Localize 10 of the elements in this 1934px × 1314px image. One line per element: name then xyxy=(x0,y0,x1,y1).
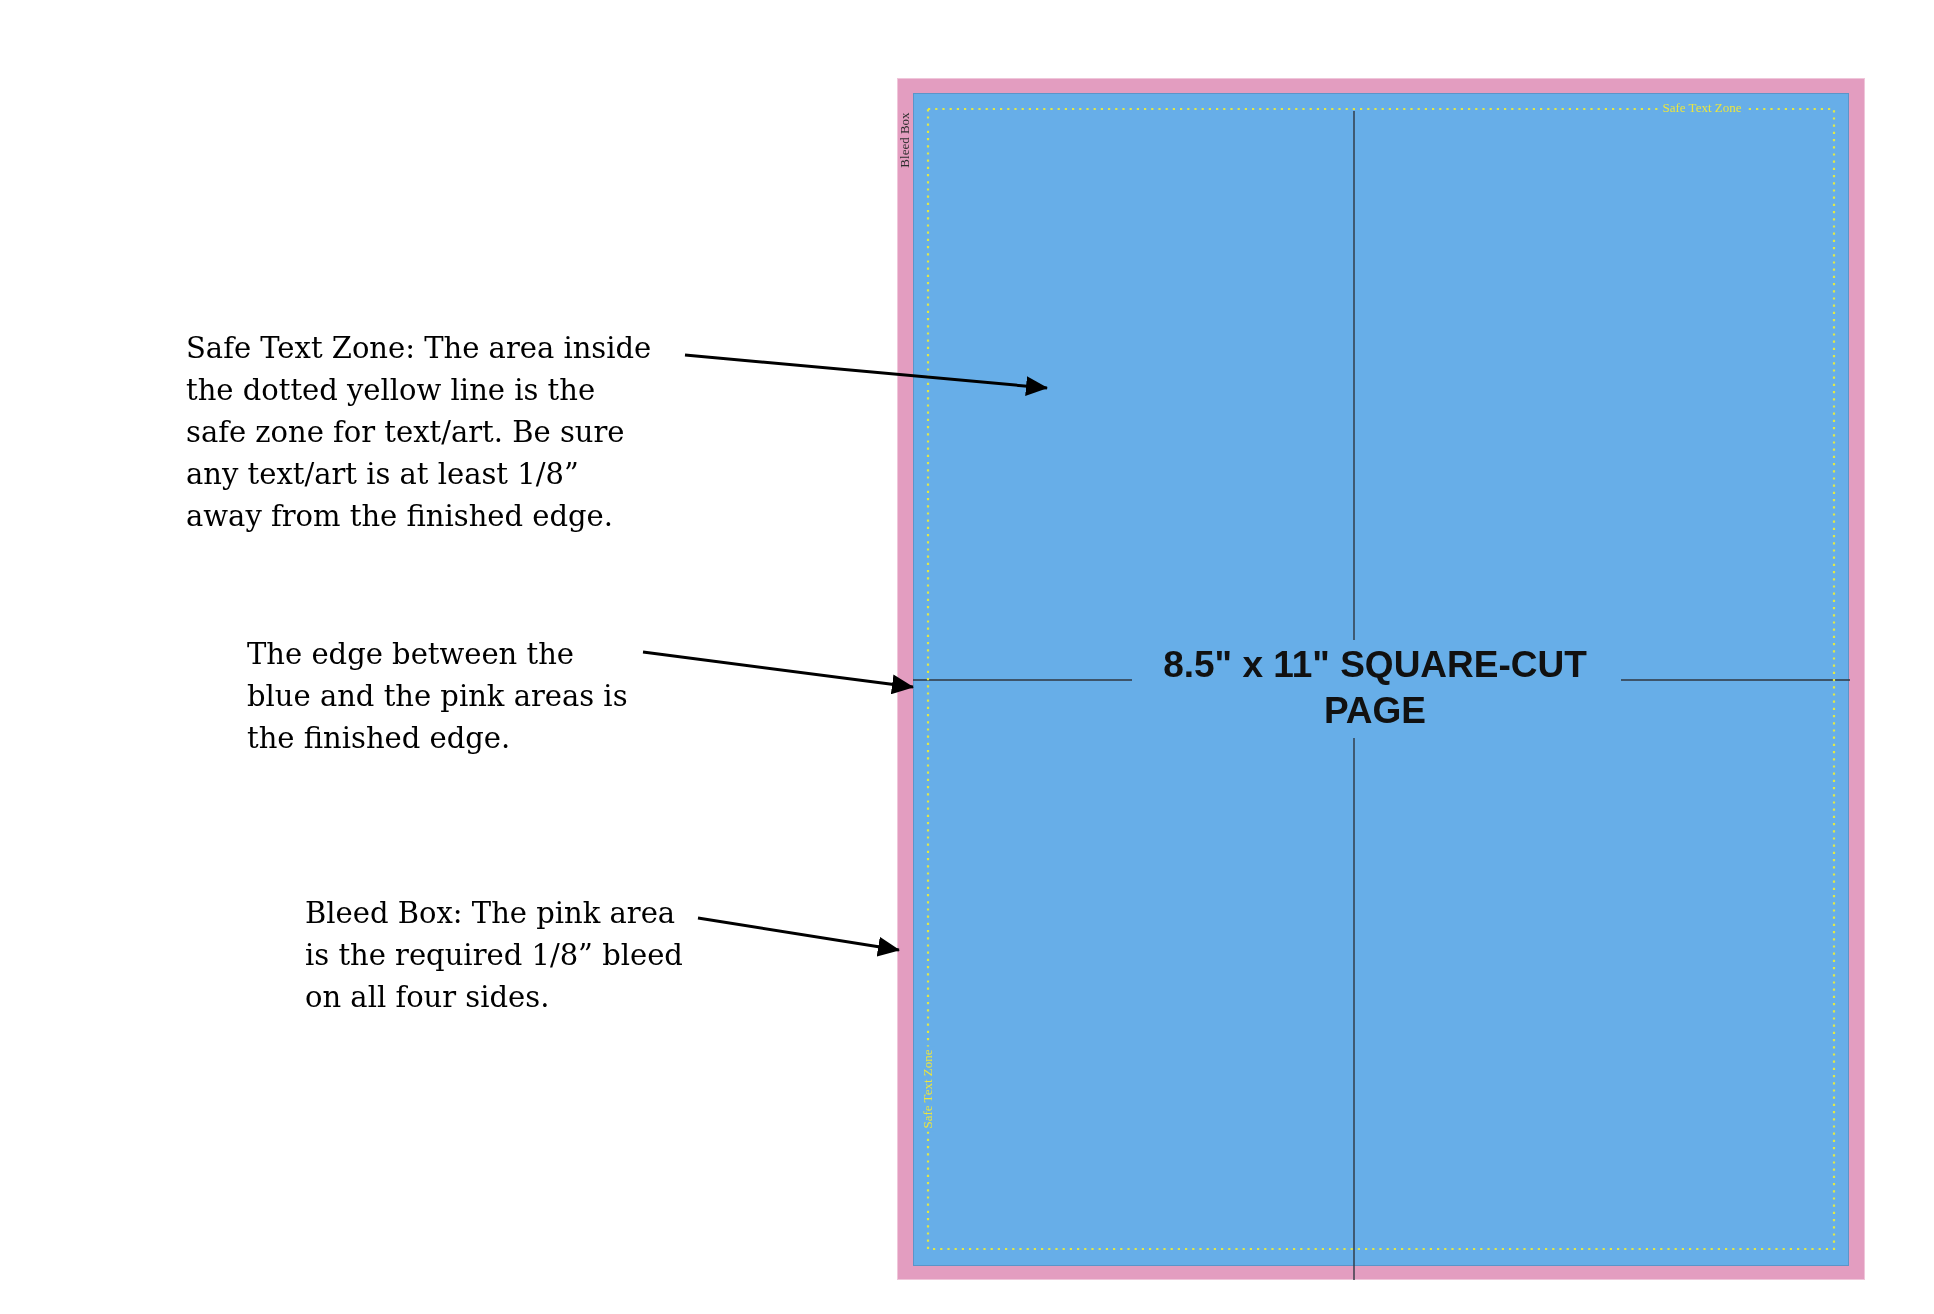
arrow xyxy=(697,916,900,957)
callout-text: The edge between the blue and the pink areas is the finished edge. xyxy=(247,633,633,759)
page-size-title: 8.5" x 11" SQUARE-CUT PAGE xyxy=(1162,643,1588,733)
safe-zone-label: Safe Text Zone xyxy=(1659,101,1745,115)
callout-text: Bleed Box: The pink area is the required 1/8” bleed on all four sides. xyxy=(305,892,688,1018)
arrow xyxy=(684,353,1048,397)
safe-zone-label: Safe Text Zone xyxy=(921,1046,935,1132)
callout-text: Safe Text Zone: The area inside the dotted yellow line is the safe zone for text/art. Be sure any text/art is at least 1/8” away from the finished edge. xyxy=(186,327,661,537)
arrow xyxy=(642,650,914,695)
bleed-box-label: Bleed Box xyxy=(898,111,912,170)
